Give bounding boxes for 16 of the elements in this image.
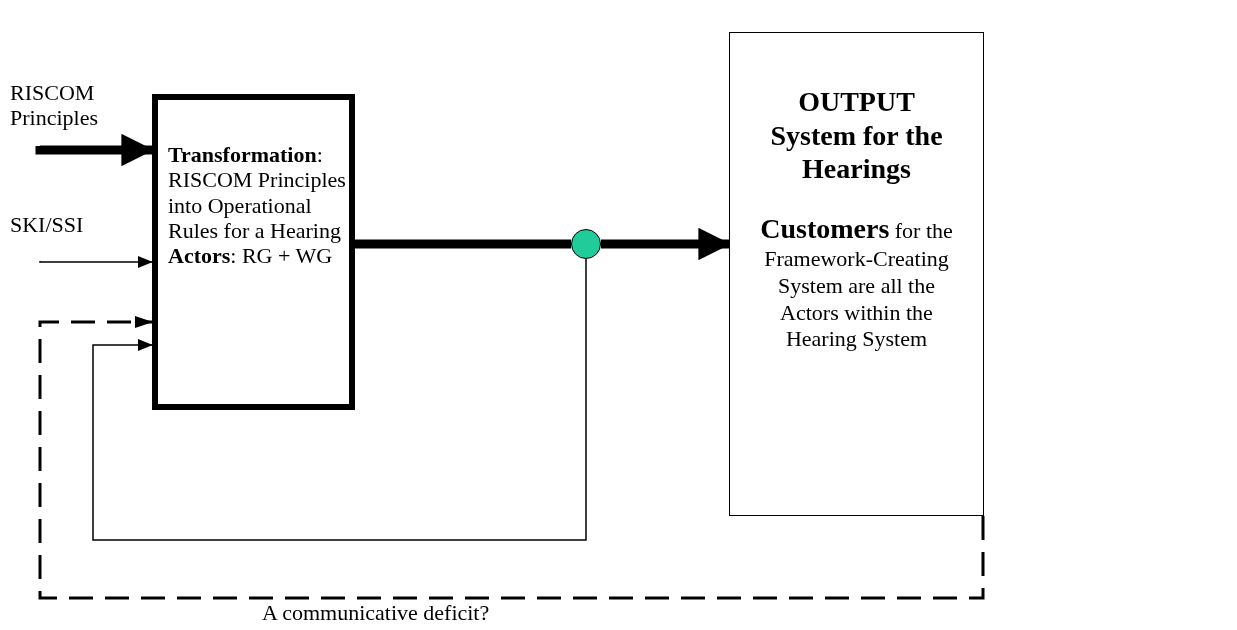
heading: OUTPUT bbox=[798, 85, 915, 119]
input-label: SKI/SSI bbox=[10, 212, 85, 238]
output-box bbox=[729, 32, 984, 516]
process-box bbox=[152, 94, 355, 410]
input-label: RISCOM Principles bbox=[10, 80, 99, 131]
arrow bbox=[601, 227, 731, 261]
arrow bbox=[92, 258, 587, 541]
box-text: Customers for the Framework-Creating System are all the Actors within the Hearing System bbox=[759, 211, 954, 354]
junction-circle bbox=[571, 229, 601, 259]
arrow bbox=[39, 256, 153, 268]
edge-label: A communicative deficit? bbox=[262, 600, 490, 626]
box-text: Transformation: RISCOM Principles into Operational Rules for a Hearing bbox=[168, 142, 347, 244]
heading: System for the Hearings bbox=[769, 118, 944, 186]
arrow bbox=[35, 133, 154, 167]
box-text: Actors: RG + WG bbox=[168, 243, 334, 269]
arrow bbox=[38, 316, 985, 600]
